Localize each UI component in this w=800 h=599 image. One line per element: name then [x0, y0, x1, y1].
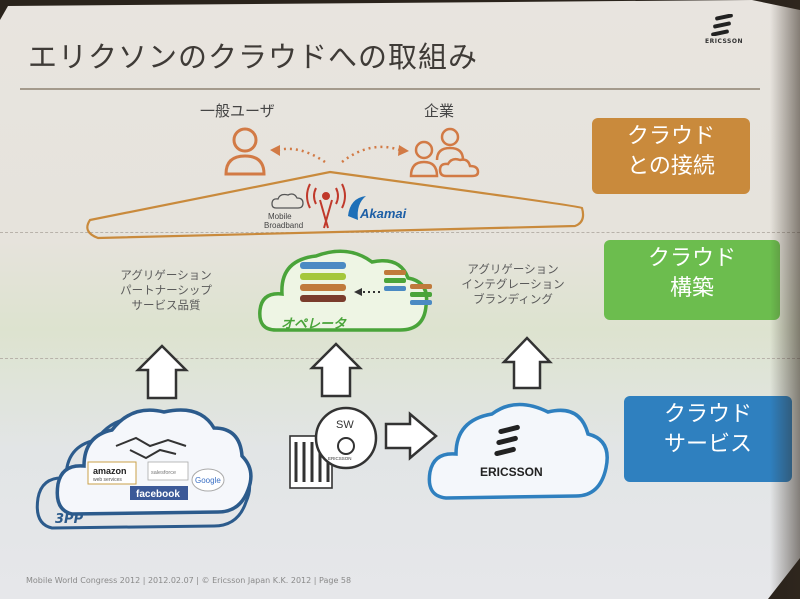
section-divider-1 — [0, 232, 800, 233]
consumer-label: 一般ユーザ — [200, 102, 275, 120]
badge-line: クラウド — [626, 124, 715, 149]
up-arrow-middle — [308, 342, 364, 398]
user-connection-arrows — [277, 145, 401, 164]
antenna-icon — [306, 183, 346, 229]
slide-footer: Mobile World Congress 2012 | 2012.02.07 … — [26, 576, 352, 585]
salesforce-logo-text: salesforce — [151, 470, 176, 476]
amazon-logo-text: amazon — [93, 466, 127, 476]
ericsson-logo-icon — [711, 14, 733, 36]
consumer-user-icon — [224, 127, 266, 176]
operator-label: オペレータ — [281, 317, 347, 332]
badge-cloud-build: クラウド 構築 — [604, 240, 780, 320]
salesforce-logo-box — [147, 461, 189, 481]
sw-brand: ERICSSON — [328, 456, 352, 461]
badge-line: 構築 — [669, 276, 714, 301]
handshake-icon — [115, 436, 187, 460]
right-caption-line: ブランディング — [473, 292, 553, 306]
amazon-logo-box — [87, 461, 137, 485]
badge-line: クラウド — [663, 402, 752, 427]
badge-cloud-connection: クラウド との接続 — [592, 118, 750, 194]
photo-edge-shadow — [770, 0, 800, 599]
left-caption-line: パートナーシップ — [120, 283, 212, 297]
section-divider-2 — [0, 358, 800, 359]
ericsson-cloud — [427, 402, 609, 500]
right-caption-line: アグリゲーション — [467, 262, 559, 276]
software-disc-icon — [314, 406, 378, 470]
badge-line: クラウド — [647, 246, 736, 271]
akamai-logo-icon — [348, 196, 366, 220]
amazon-sub-text: web services — [93, 477, 122, 483]
badge-cloud-service: クラウド サービス — [624, 396, 792, 482]
up-arrow-left — [134, 344, 190, 400]
left-caption: アグリゲーション パートナーシップ サービス品質 — [96, 268, 236, 313]
right-caption: アグリゲーション インテグレーション ブランディング — [448, 262, 578, 307]
enterprise-label: 企業 — [424, 102, 455, 120]
broadband-label: Broadband — [264, 221, 303, 230]
network-triangle — [86, 170, 585, 240]
right-arrow — [384, 411, 438, 461]
google-logo-box — [191, 468, 225, 492]
broadband-cloud-icon — [271, 193, 304, 209]
ericsson-cloud-label: ERICSSON — [480, 465, 543, 479]
google-logo-text: Google — [195, 476, 221, 485]
badge-line: サービス — [663, 432, 752, 457]
logo-wordmark: ERICSSON — [705, 38, 743, 45]
left-caption-line: アグリゲーション — [120, 268, 212, 282]
title-divider — [20, 88, 760, 90]
enterprise-users-icon — [409, 127, 480, 178]
akamai-label: Akamai — [359, 206, 407, 221]
up-arrow-right — [501, 336, 553, 390]
facebook-logo-text: facebook — [136, 489, 180, 500]
sw-label: SW — [336, 419, 354, 431]
ericsson-cloud-logo-icon — [494, 424, 520, 457]
slide-title: エリクソンのクラウドへの取組み — [28, 40, 479, 74]
third-party-label: 3PP — [55, 512, 84, 527]
right-caption-line: インテグレーション — [461, 277, 565, 291]
badge-line: との接続 — [627, 154, 715, 179]
arrowhead-right — [398, 145, 409, 156]
operator-services-icon — [300, 262, 432, 305]
ericsson-logo: ERICSSON — [700, 14, 748, 45]
facebook-logo-box — [130, 486, 188, 500]
mobile-label: Mobile — [268, 212, 292, 221]
left-caption-line: サービス品質 — [131, 298, 201, 312]
arrowhead-left — [270, 145, 280, 156]
